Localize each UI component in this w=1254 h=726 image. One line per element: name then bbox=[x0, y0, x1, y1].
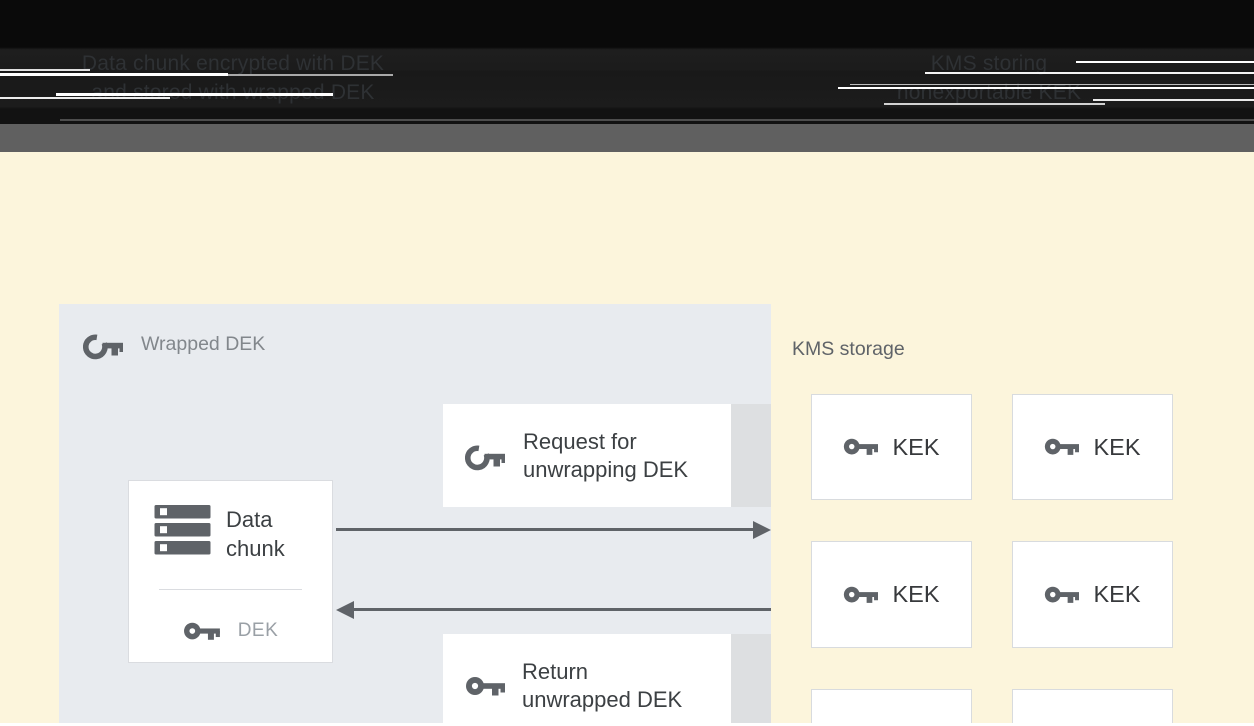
kek-label: KEK bbox=[1093, 433, 1141, 460]
caption-kms-line1: KMS storing bbox=[930, 52, 1048, 75]
caption-data-chunk-line1: Data chunk encrypted with DEK bbox=[81, 52, 385, 75]
kek-card: KEK bbox=[1012, 394, 1173, 500]
glitch-line bbox=[0, 69, 90, 71]
bottom-edge bbox=[0, 723, 1254, 726]
data-chunk-title: Data chunk bbox=[226, 507, 285, 561]
kek-label: KEK bbox=[892, 581, 940, 607]
glitch-line bbox=[1093, 99, 1254, 101]
request-card-label: Request for unwrapping DEK bbox=[523, 428, 689, 482]
diagram-canvas: Wrapped DEK Data chunk DEK bbox=[0, 152, 1254, 726]
caption-kms: KMS storing nonexportable KEK bbox=[794, 49, 1184, 107]
return-card-shadow bbox=[731, 634, 771, 726]
wrapped-dek-header: Wrapped DEK bbox=[83, 329, 265, 360]
page-header: Data chunk encrypted with DEK and stored… bbox=[0, 0, 1254, 124]
request-card: Request for unwrapping DEK bbox=[443, 404, 731, 507]
data-stack-icon bbox=[154, 505, 211, 555]
arrow-right-icon bbox=[753, 521, 771, 539]
glitch-line bbox=[0, 73, 228, 76]
request-arrow-line bbox=[336, 528, 755, 531]
return-arrow-line bbox=[352, 608, 771, 611]
wrapped-key-icon bbox=[465, 440, 506, 471]
key-icon bbox=[1044, 436, 1080, 458]
kek-card: KEK bbox=[1012, 541, 1173, 648]
kek-card: KEK bbox=[811, 394, 972, 500]
wrapped-key-icon bbox=[83, 329, 124, 360]
kek-card: KEK bbox=[811, 541, 972, 648]
dek-row: DEK bbox=[129, 608, 332, 654]
return-card: Return unwrapped DEK bbox=[443, 634, 731, 726]
key-icon bbox=[843, 436, 879, 458]
kek-card: KEK bbox=[811, 689, 972, 726]
glitch-line bbox=[838, 87, 1254, 89]
wrapped-dek-label: Wrapped DEK bbox=[141, 333, 266, 355]
data-chunk-card: Data chunk DEK bbox=[128, 480, 333, 663]
key-icon bbox=[183, 620, 220, 643]
key-icon bbox=[465, 673, 505, 699]
glitch-line bbox=[1076, 61, 1254, 63]
glitch-line bbox=[925, 72, 1254, 74]
request-card-shadow bbox=[731, 404, 771, 507]
key-icon bbox=[843, 584, 879, 606]
glitch-line bbox=[56, 93, 333, 96]
kek-label: KEK bbox=[892, 433, 940, 460]
kms-storage-label: KMS storage bbox=[792, 338, 905, 360]
card-divider bbox=[159, 589, 302, 590]
kek-grid: KEK KEK KEK KEK KEK KEK bbox=[811, 394, 1173, 726]
data-chunk-row: Data chunk bbox=[154, 505, 302, 563]
kek-label: KEK bbox=[1093, 581, 1141, 607]
subheader-band bbox=[0, 124, 1254, 152]
glitch-line bbox=[0, 97, 170, 99]
arrow-left-icon bbox=[336, 601, 354, 619]
key-icon bbox=[1044, 584, 1080, 606]
dek-label: DEK bbox=[237, 620, 279, 641]
kek-card: KEK bbox=[1012, 689, 1173, 726]
glitch-line bbox=[60, 119, 1254, 121]
glitch-line bbox=[884, 103, 1105, 105]
caption-data-chunk: Data chunk encrypted with DEK and stored… bbox=[38, 49, 428, 107]
glitch-line bbox=[228, 74, 393, 76]
return-card-label: Return unwrapped DEK bbox=[522, 658, 683, 712]
glitch-line bbox=[850, 84, 1254, 85]
caption-kms-line2: nonexportable KEK bbox=[896, 81, 1082, 104]
